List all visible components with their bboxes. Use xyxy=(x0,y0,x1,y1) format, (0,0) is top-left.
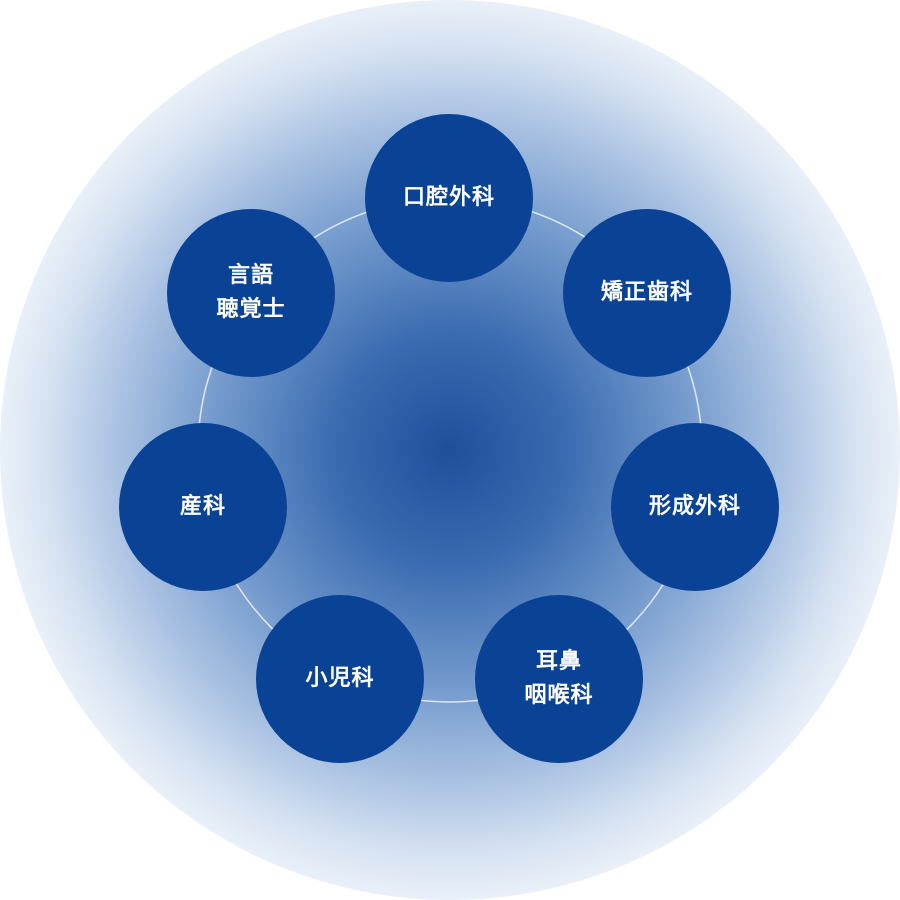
node-label-line: 咽喉科 xyxy=(524,683,594,708)
node-oral-surgery: 口腔外科 xyxy=(365,114,533,282)
node-ent: 耳鼻 咽喉科 xyxy=(475,595,643,763)
node-speech-therapist: 言語 聴覚士 xyxy=(167,209,335,377)
node-orthodontics: 矯正歯科 xyxy=(563,209,731,377)
node-label-line: 口腔外科 xyxy=(402,184,495,210)
node-obstetrics: 産科 xyxy=(119,423,287,591)
node-label-line: 形成外科 xyxy=(648,493,741,519)
node-label-line: 聴覚士 xyxy=(216,297,286,322)
node-label-line: 産科 xyxy=(179,493,226,519)
node-pediatrics: 小児科 xyxy=(256,595,424,763)
node-plastic-surgery: 形成外科 xyxy=(611,423,779,591)
node-label-line: 言語 xyxy=(227,262,274,288)
node-label-line: 小児科 xyxy=(305,665,375,691)
node-label-line: 矯正歯科 xyxy=(600,279,693,305)
node-label-line: 耳鼻 xyxy=(535,648,582,674)
